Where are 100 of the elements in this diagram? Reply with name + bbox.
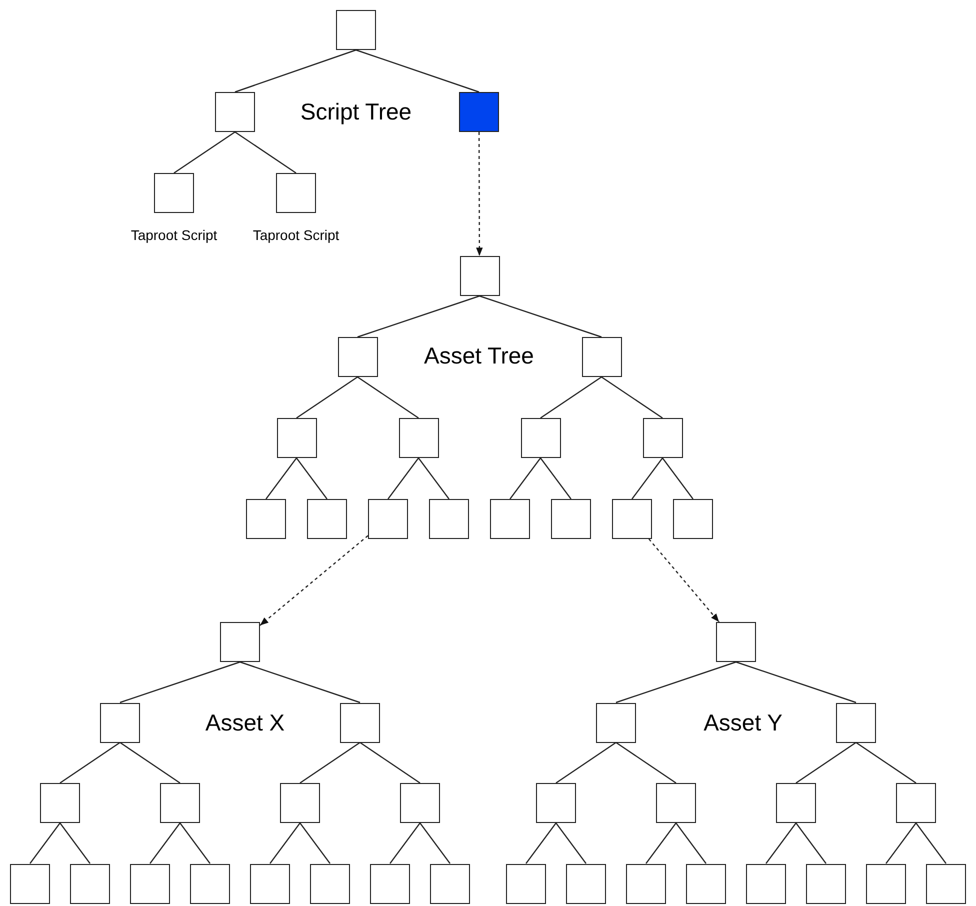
tree-node-box (100, 702, 140, 742)
tree-node-box (70, 864, 110, 904)
connector-line (357, 295, 480, 338)
connector-line (736, 661, 856, 704)
tree-node-box (276, 173, 316, 213)
tree-node-box (160, 783, 200, 823)
connector-line (390, 822, 420, 864)
tree-node-box (338, 337, 378, 377)
connector-line (886, 822, 916, 864)
tree-node-box (246, 499, 286, 539)
tree-node-box (190, 864, 230, 904)
connector-line (120, 742, 180, 784)
connector-line (180, 822, 210, 864)
connector-line (601, 376, 663, 418)
connector-line (240, 661, 360, 704)
connector-line (418, 458, 450, 500)
connector-line (526, 822, 556, 864)
tree-node-box (459, 92, 499, 132)
tree-node-box (656, 783, 696, 823)
tree-title: Script Tree (300, 98, 412, 126)
connector-line (296, 376, 358, 418)
connector-line (357, 376, 419, 418)
connector-line (296, 458, 328, 500)
tree-node-box (370, 864, 410, 904)
tree-node-box (215, 92, 255, 132)
tree-node-box (716, 622, 756, 662)
tree-node-box (10, 864, 50, 904)
connector-line (234, 49, 356, 93)
connector-line (388, 458, 419, 500)
tree-node-box (40, 783, 80, 823)
tree-node-box (340, 702, 380, 742)
tree-node-box (310, 864, 350, 904)
tree-node-box (506, 864, 546, 904)
tree-node-box (896, 783, 936, 823)
connector-line (270, 822, 300, 864)
tree-node-box (626, 864, 666, 904)
connector-line (300, 822, 330, 864)
tree-title: Asset Tree (424, 342, 534, 370)
node-caption: Taproot Script (252, 227, 340, 243)
tree-node-box (551, 499, 591, 539)
connector-line (479, 295, 602, 338)
connector-line (510, 458, 541, 500)
connector-line (420, 822, 450, 864)
connector-line (616, 661, 736, 704)
tree-node-box (429, 499, 469, 539)
tree-node-box (250, 864, 290, 904)
connector-line (662, 458, 694, 500)
connector-line (60, 822, 90, 864)
connector-line (916, 822, 946, 864)
tree-node-box (368, 499, 408, 539)
arrow (648, 538, 720, 622)
tree-node-box (836, 702, 876, 742)
tree-node-box (806, 864, 846, 904)
connector-line (30, 822, 60, 864)
tree-node-box (686, 864, 726, 904)
tree-node-box (280, 783, 320, 823)
tree-node-box (154, 173, 194, 213)
connector-line (120, 661, 240, 704)
connector-line (360, 742, 420, 784)
connector-line (556, 742, 616, 784)
tree-node-box (460, 256, 500, 296)
tree-node-box (612, 499, 652, 539)
connector-line (632, 458, 663, 500)
tree-node-box (430, 864, 470, 904)
connector-line (856, 742, 916, 784)
tree-node-box (398, 418, 438, 458)
connector-line (300, 742, 360, 784)
connector-line (646, 822, 676, 864)
tree-title: Asset X (205, 710, 285, 736)
tree-node-box (536, 783, 576, 823)
tree-node-box (926, 864, 966, 904)
tree-node-box (866, 864, 906, 904)
tree-node-box (307, 499, 347, 539)
connector-line (556, 822, 586, 864)
tree-node-box (276, 418, 316, 458)
tree-node-box (776, 783, 816, 823)
connector-line (796, 742, 856, 784)
connector-line (766, 822, 796, 864)
connector-line (356, 49, 480, 93)
tree-node-box (582, 337, 622, 377)
tree-node-box (220, 622, 260, 662)
tree-node-box (746, 864, 786, 904)
connector-line (60, 742, 120, 784)
tree-node-box (130, 864, 170, 904)
connector-line (266, 458, 297, 500)
tree-title: Asset Y (704, 710, 782, 736)
node-caption: Taproot Script (130, 227, 218, 243)
connector-line (796, 822, 826, 864)
tree-node-box (596, 702, 636, 742)
arrow (476, 132, 483, 256)
connector-line (150, 822, 180, 864)
tree-node-box (336, 10, 376, 50)
tree-node-box (673, 499, 713, 539)
arrow (260, 535, 368, 626)
tree-node-box (490, 499, 530, 539)
connector-line (540, 458, 572, 500)
connector-line (174, 132, 236, 174)
connector-line (676, 822, 706, 864)
connector-line (616, 742, 676, 784)
tree-node-box (400, 783, 440, 823)
